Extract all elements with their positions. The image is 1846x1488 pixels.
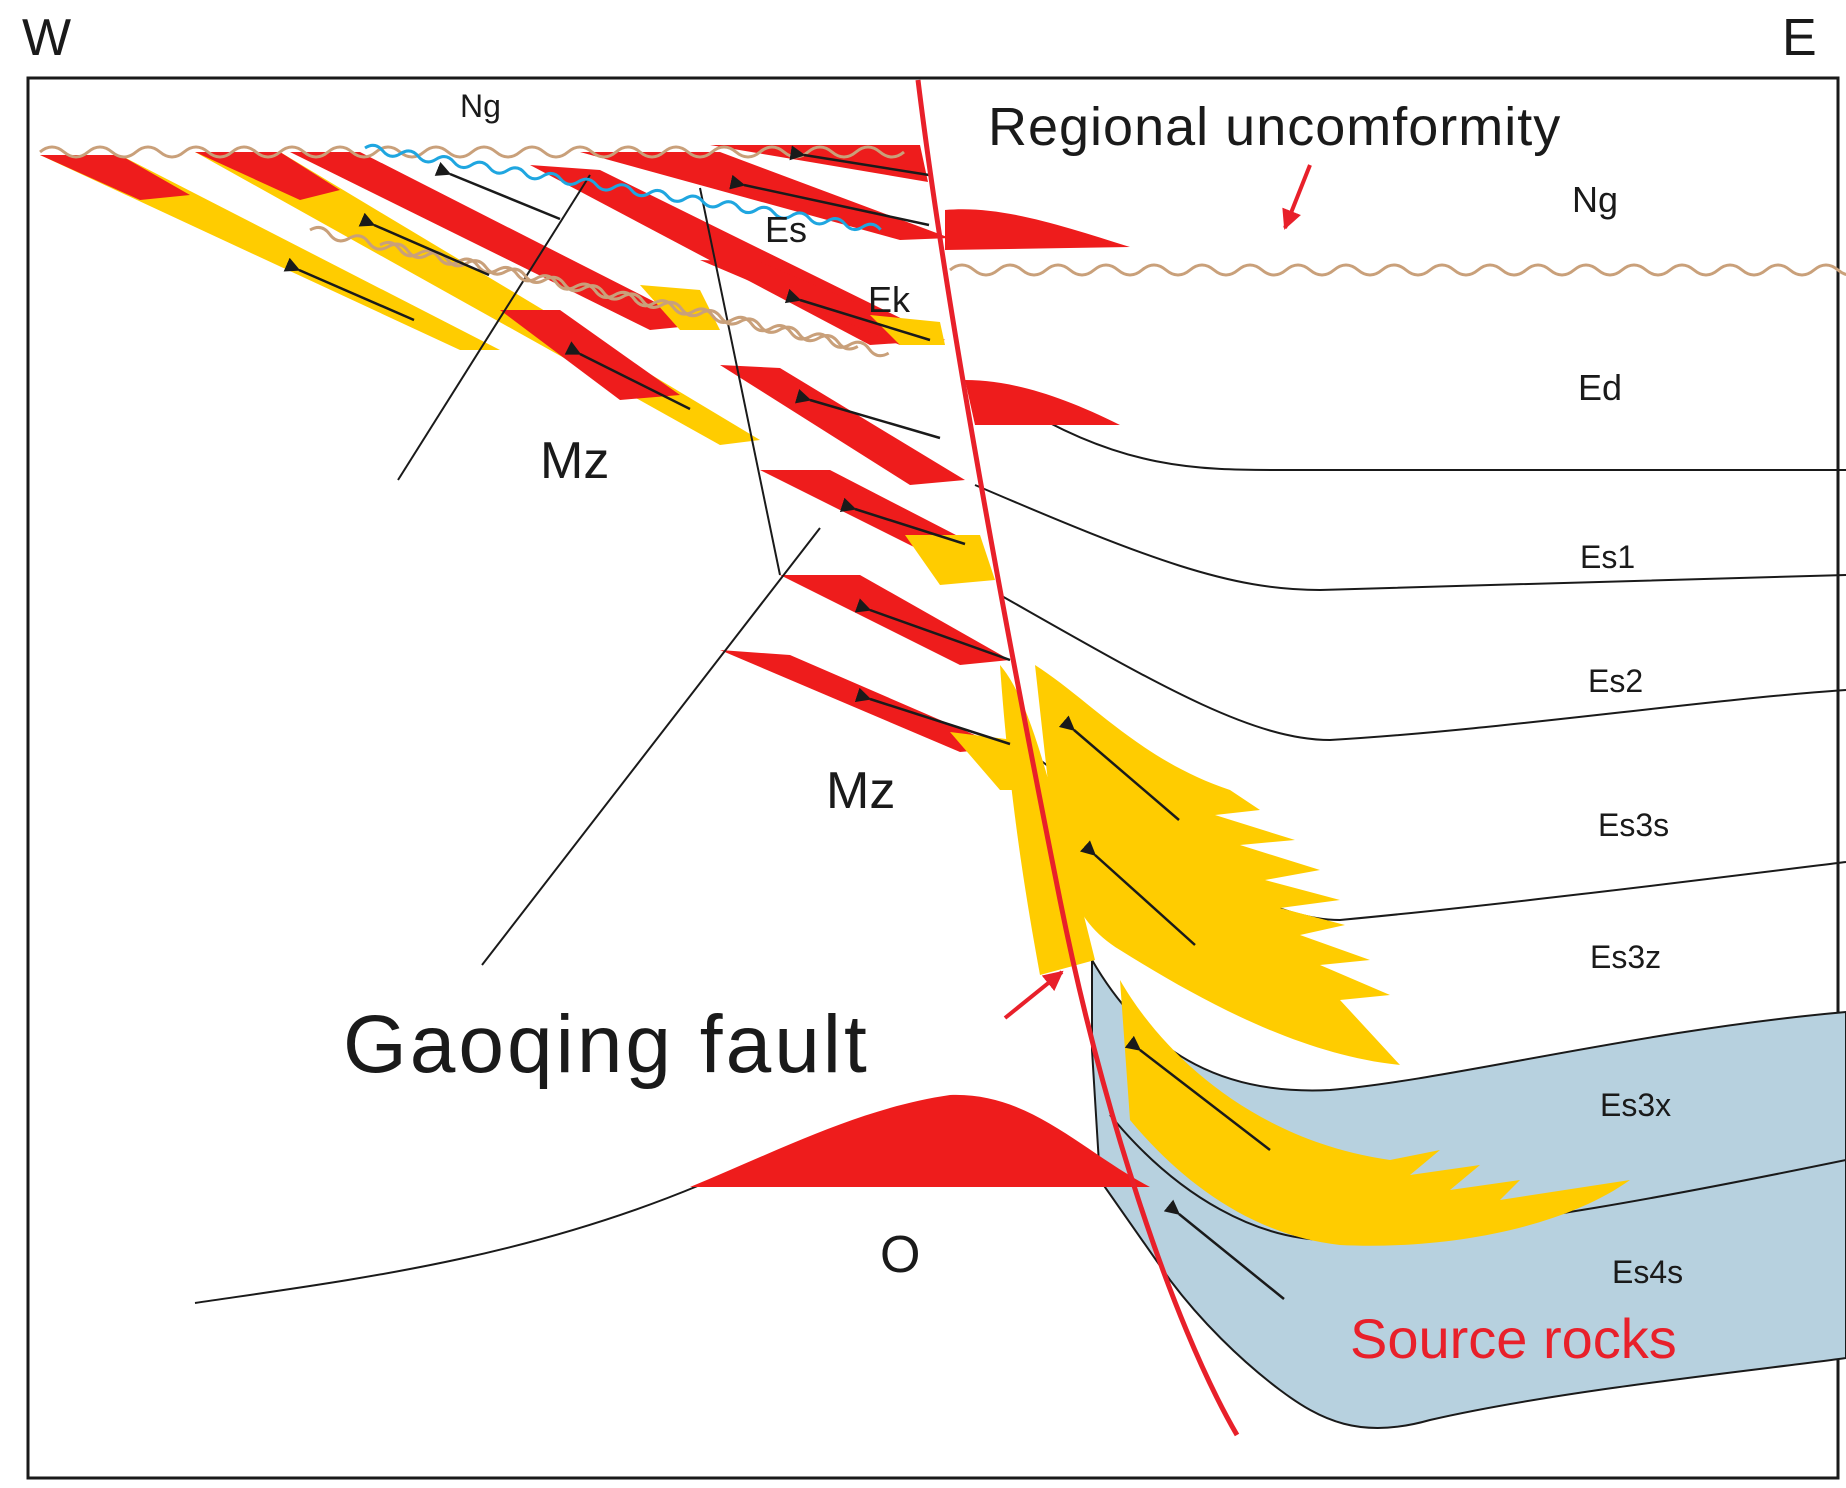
buried-hill-O-reservoir [690, 1094, 1150, 1187]
gaoqing-fault-line [915, 79, 1240, 1437]
minor-fault-1 [397, 174, 591, 481]
horizon-es2-base [999, 594, 1846, 742]
east-label: E [1782, 9, 1817, 67]
minor-fault-2 [699, 187, 781, 576]
strata-label-ng-top: Ng [460, 88, 501, 124]
strata-label-es1: Es1 [1580, 539, 1635, 575]
basement-O-surface [194, 1184, 701, 1304]
strata-label-ed: Ed [1578, 367, 1622, 408]
source-rocks-label: Source rocks [1350, 1307, 1677, 1370]
gaoqing-fault-label: Gaoqing fault [343, 999, 870, 1090]
sand-fan-es3x [1120, 980, 1630, 1246]
horizon-ed-base [1009, 399, 1846, 471]
mz-unconformity [379, 240, 890, 358]
west-label: W [22, 9, 71, 67]
strata-label-es: Es [765, 209, 807, 250]
migration-arrows [283, 145, 1285, 1300]
strata-label-es3z: Es3z [1590, 939, 1661, 975]
horizon-es1-base [974, 484, 1846, 592]
strata-label-mz-upper: Mz [540, 432, 609, 490]
fault-pointer-arrow [1003, 970, 1064, 1020]
strata-label-es2: Es2 [1588, 663, 1643, 699]
regional-unconformity-line [39, 145, 905, 159]
regional-unconformity-right [949, 263, 1846, 277]
strata-label-ng-right: Ng [1572, 179, 1618, 220]
strata-label-es4s: Es4s [1612, 1254, 1683, 1290]
minor-fault-3 [481, 527, 821, 966]
unconformity-pointer-arrow [1282, 164, 1312, 230]
strata-label-es3x: Es3x [1600, 1087, 1671, 1123]
strata-label-mz-lower: Mz [826, 762, 895, 820]
strata-label-ek: Ek [868, 279, 911, 320]
sand-fan-es3s [1035, 665, 1400, 1065]
strata-label-o: O [880, 1226, 920, 1284]
regional-unconformity-label: Regional uncomformity [988, 97, 1561, 157]
strata-label-es3s: Es3s [1598, 807, 1669, 843]
local-unconformity-blue [364, 143, 882, 231]
